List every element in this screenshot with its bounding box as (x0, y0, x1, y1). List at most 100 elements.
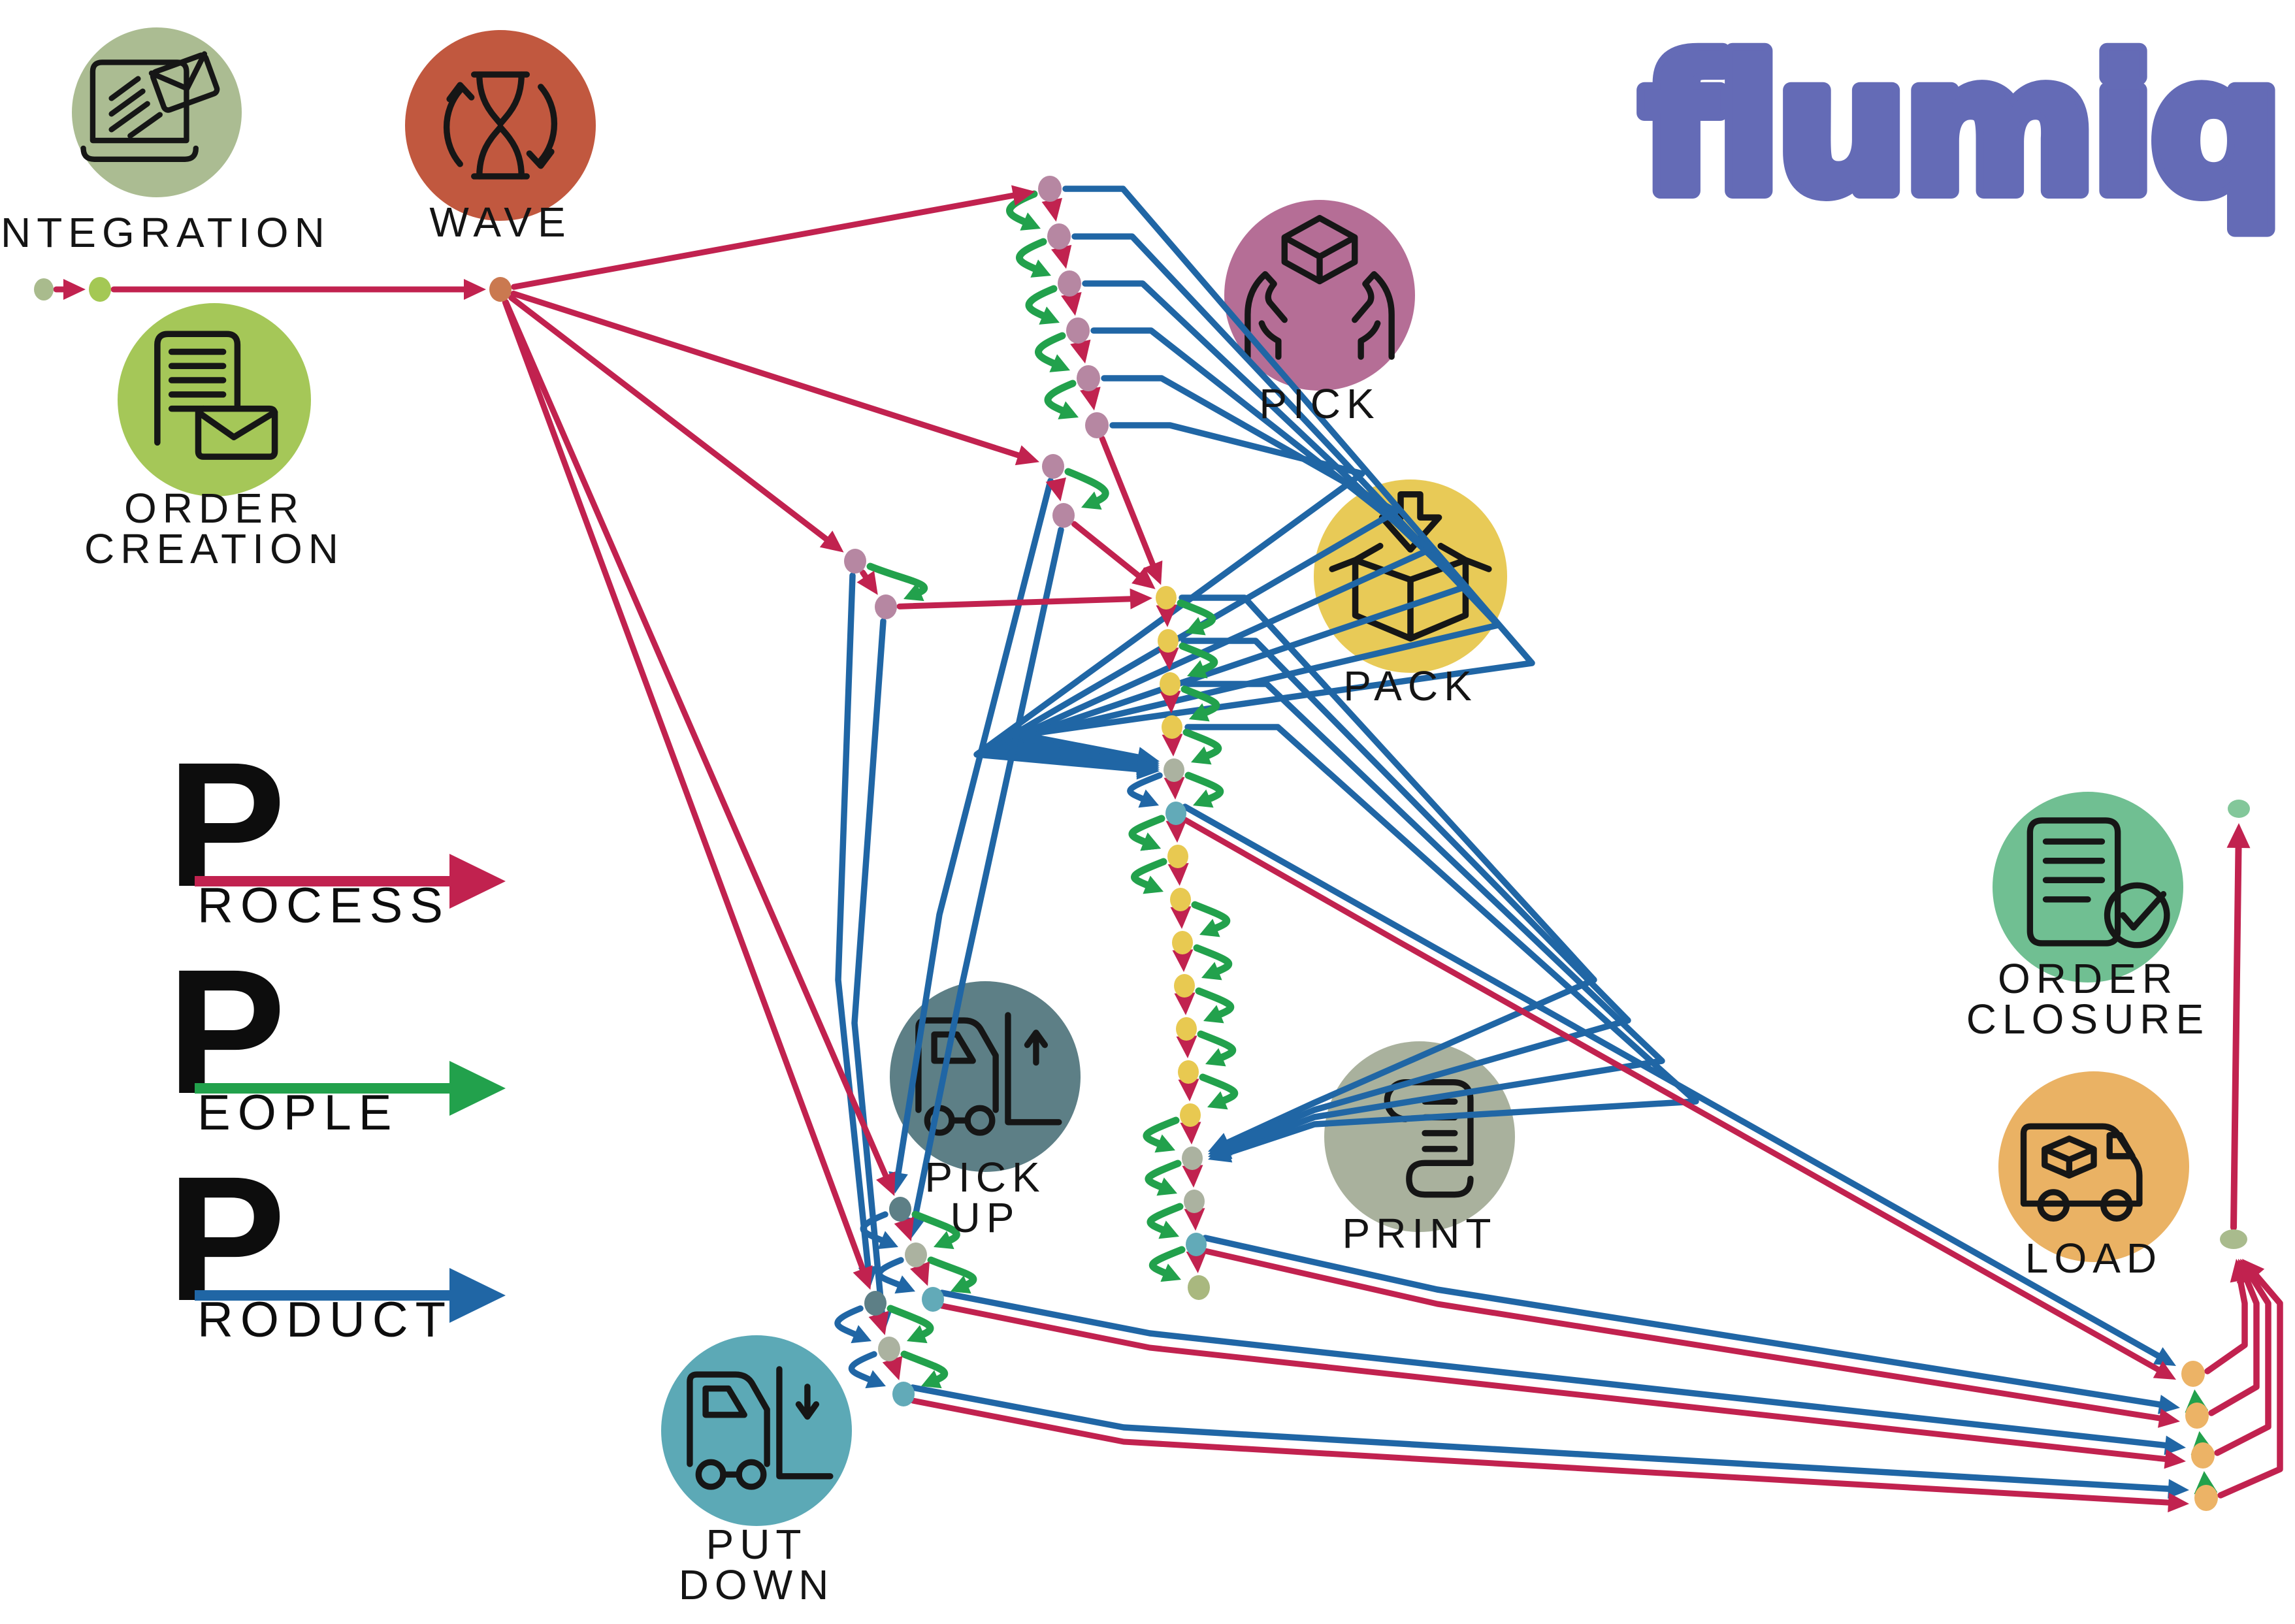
arrowhead (1051, 244, 1072, 269)
edge-path (983, 375, 1399, 770)
arrowhead (894, 1216, 914, 1242)
station-circle (1993, 792, 2183, 983)
edge-segment (510, 290, 1024, 459)
arrowhead (1165, 820, 1187, 843)
node-P2 (905, 1242, 927, 1267)
loop-edge (1195, 987, 1235, 1019)
loop-edge (1149, 1246, 1186, 1278)
loop-edge (1128, 815, 1165, 847)
arrowhead (1187, 660, 1208, 679)
edge-path (2204, 1275, 2248, 1374)
station-label-pick-up: PICK (924, 1154, 1045, 1201)
arrowhead (1045, 477, 1066, 502)
node-M3 (1058, 270, 1081, 297)
node-M5 (1077, 365, 1100, 391)
arrowhead (1205, 1048, 1226, 1067)
edge-path (2217, 1271, 2283, 1499)
product-arrowhead (449, 1268, 506, 1323)
stations-layer (72, 27, 2189, 1526)
loop-edge (876, 1257, 904, 1289)
node-F (2228, 800, 2250, 818)
arrowhead (1203, 1005, 1224, 1024)
arrowhead (1131, 567, 1156, 589)
loop-edge (848, 1351, 877, 1384)
edge-path (909, 1397, 2173, 1506)
station-circle (118, 303, 311, 496)
loop-edge (1193, 944, 1233, 976)
station-label-load: LOAD (2025, 1235, 2162, 1282)
node-C11 (1178, 1060, 1199, 1084)
arrowhead (1158, 647, 1179, 671)
arrowhead (1049, 354, 1070, 372)
node-M4 (1066, 317, 1090, 344)
station-load (1998, 1071, 2189, 1262)
node-C5 (1165, 802, 1186, 825)
arrowhead (1041, 198, 1062, 222)
arrowhead (1020, 212, 1041, 231)
arrowhead (1030, 259, 1051, 278)
edge-segment (502, 299, 867, 1274)
arrowhead (1158, 1220, 1179, 1239)
loop-edge (1179, 642, 1218, 674)
arrowhead (1191, 746, 1212, 765)
arrowhead (464, 279, 486, 300)
arrowhead (1081, 491, 1102, 510)
arrowhead (903, 583, 924, 602)
loop-edge (1143, 1116, 1180, 1148)
arrowhead (1080, 387, 1101, 411)
loop-edge (887, 1305, 934, 1339)
edge-path (2208, 1274, 2260, 1416)
loop-edge (860, 1211, 888, 1244)
arrowhead (1201, 962, 1222, 981)
edge-path (973, 422, 1365, 773)
arrowhead (1162, 734, 1183, 757)
arrowhead (1015, 445, 1040, 466)
arrowhead (1143, 560, 1163, 585)
edge-path (2230, 843, 2242, 1231)
station-label-pick-up: UP (951, 1194, 1020, 1241)
arrowhead (1167, 863, 1189, 886)
edge-path (1180, 638, 1631, 1150)
loop-edge (1035, 332, 1066, 368)
node-C1 (1158, 629, 1179, 653)
edge-path (1182, 817, 2163, 1374)
arrowhead (1130, 588, 1153, 609)
node-B2 (875, 594, 897, 619)
station-label-put-down: DOWN (679, 1561, 835, 1608)
process-edges-layer (53, 185, 2283, 1513)
arrowhead (2168, 1479, 2189, 1499)
product-edges-layer (834, 186, 2189, 1499)
node-C3 (1162, 715, 1182, 739)
edge-segment (896, 596, 1135, 609)
edge-path (1182, 804, 2163, 1360)
arrowhead (1185, 617, 1206, 636)
edge-path (1179, 594, 1597, 1146)
arrowhead (1170, 906, 1192, 930)
loop-edge (1182, 728, 1222, 760)
loop-edge (1184, 771, 1224, 804)
arrowhead (865, 1370, 886, 1389)
node-C14 (1184, 1190, 1205, 1213)
loop-edge (1127, 772, 1163, 803)
arrowhead (853, 1265, 873, 1290)
node-C10 (1176, 1017, 1197, 1041)
node-C2 (1160, 672, 1180, 696)
node-W (489, 277, 512, 302)
arrowhead (876, 1171, 896, 1196)
edge-path (835, 572, 871, 1272)
legend-word-people: EOPLE (197, 1085, 399, 1141)
loop-edge (1180, 685, 1220, 717)
station-label-wave: WAVE (429, 199, 571, 246)
arrowhead (1164, 777, 1185, 800)
node-A1 (1042, 454, 1064, 479)
edge-path (1184, 724, 1699, 1156)
station-label-order-creation: CREATION (84, 525, 344, 572)
arrowhead (2164, 1435, 2186, 1455)
loop-edge (866, 562, 928, 597)
station-label-integration: INTEGRATION (0, 209, 331, 256)
arrowhead (1143, 875, 1164, 894)
arrowhead (2226, 823, 2251, 849)
